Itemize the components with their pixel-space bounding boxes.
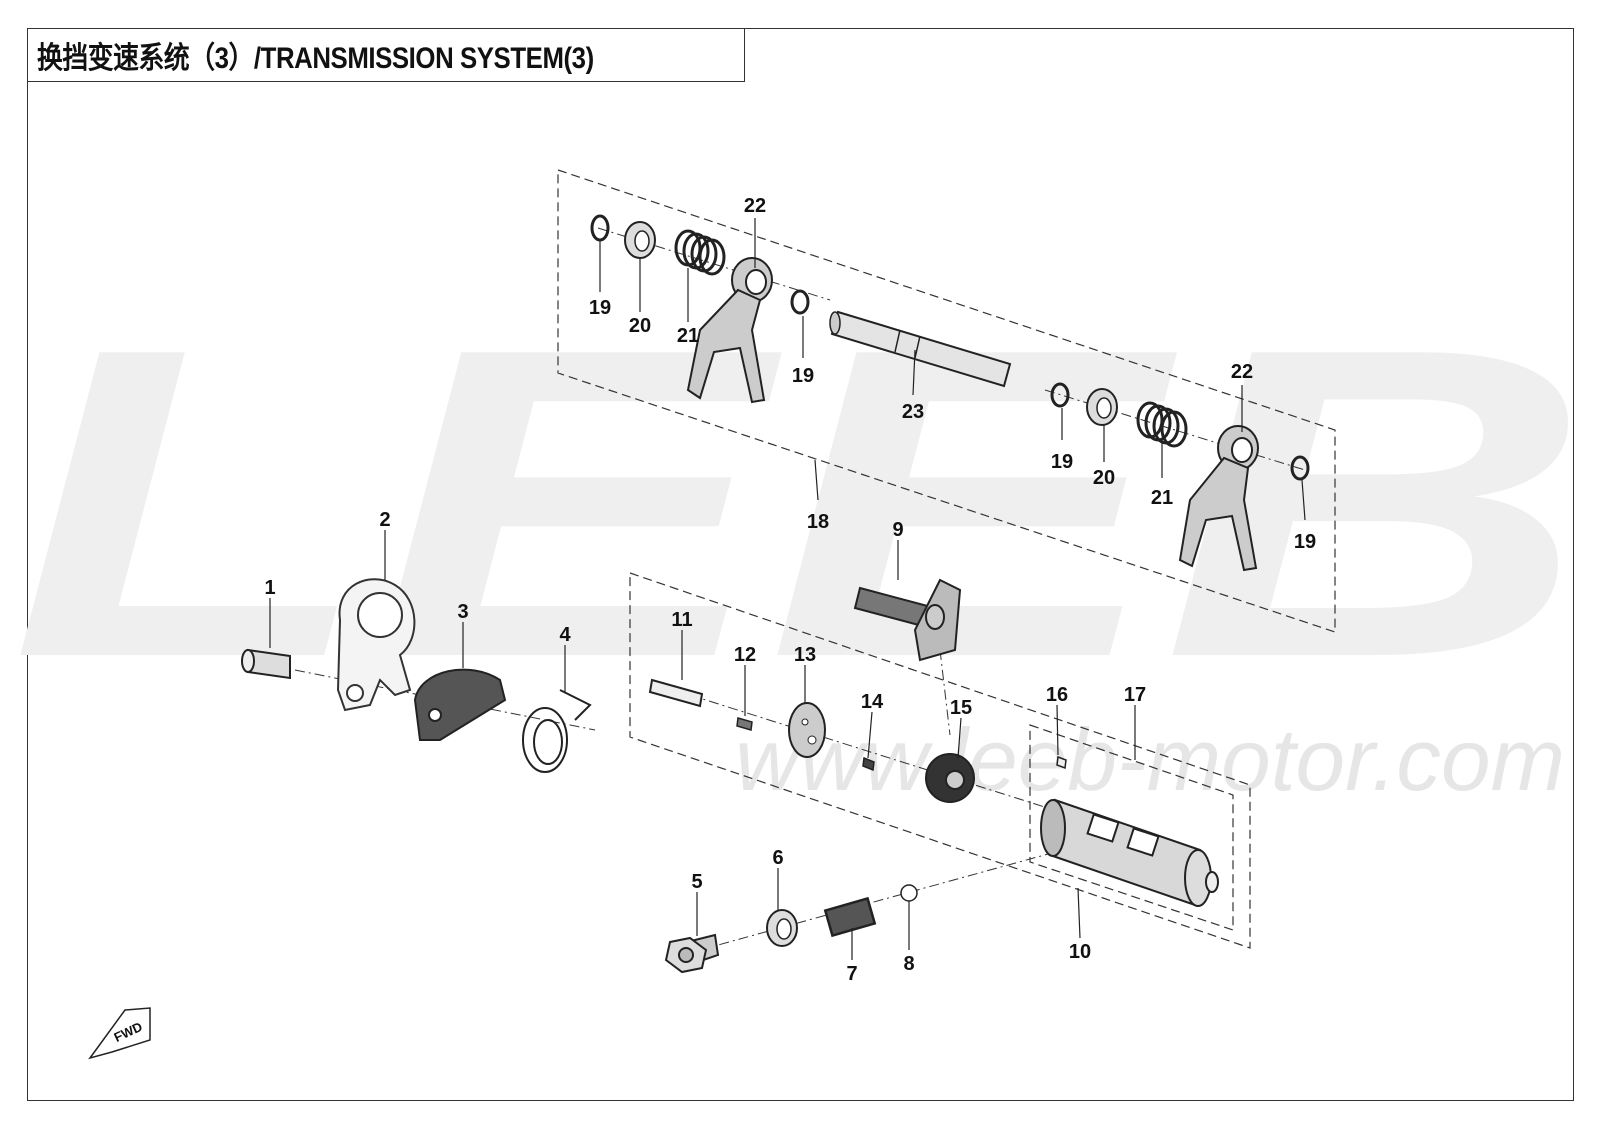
callout-19-right: 19 xyxy=(1051,451,1073,473)
callout-14: 14 xyxy=(861,691,884,713)
shaft-part xyxy=(829,310,1012,388)
callout-15: 15 xyxy=(950,697,972,719)
callout-5: 5 xyxy=(691,871,702,893)
callout-13: 13 xyxy=(794,644,816,666)
circlip-part xyxy=(1290,455,1310,481)
pin-part xyxy=(241,648,291,680)
callout-16: 16 xyxy=(1046,684,1068,706)
shift-fork-part xyxy=(686,257,773,404)
shift-drum-part xyxy=(1040,798,1219,907)
bolt-part xyxy=(664,933,720,974)
group-18-outline xyxy=(557,169,1336,633)
circlip-part xyxy=(590,214,610,242)
callout-labels: 1 2 3 4 5 6 7 8 9 10 11 12 13 14 15 16 1… xyxy=(264,195,1316,985)
callout-21-right: 21 xyxy=(1151,487,1173,509)
plate-part xyxy=(336,578,416,712)
callout-19-top-left: 19 xyxy=(589,297,611,319)
shift-shaft-part xyxy=(853,578,962,662)
title-box: 换挡变速系统（3）/TRANSMISSION SYSTEM(3) xyxy=(27,28,745,82)
group-outlines xyxy=(557,169,1336,949)
watermark-url: www.leeb-motor.com xyxy=(735,710,1565,809)
long-pin-part xyxy=(648,678,704,708)
callout-18: 18 xyxy=(807,511,829,533)
parts: FWD xyxy=(88,214,1310,1060)
callout-4: 4 xyxy=(559,624,571,646)
shift-drum-gear-part xyxy=(925,753,975,803)
torsion-spring-part xyxy=(522,689,592,773)
spring-part xyxy=(674,229,726,276)
detent-ball-part xyxy=(900,884,918,902)
page-title: 换挡变速系统（3）/TRANSMISSION SYSTEM(3) xyxy=(37,41,594,75)
callout-2: 2 xyxy=(379,509,390,531)
callout-22-left: 22 xyxy=(744,195,766,217)
callout-7: 7 xyxy=(846,963,857,985)
circlip-part xyxy=(1050,382,1070,408)
small-pin-part xyxy=(736,717,753,731)
callout-12: 12 xyxy=(734,644,756,666)
stopper-arm-part xyxy=(413,668,507,741)
drum-pin-part xyxy=(1056,755,1067,770)
circlip-part xyxy=(790,289,810,315)
leader-lines xyxy=(269,218,1306,960)
callout-22-right: 22 xyxy=(1231,361,1253,383)
callout-6: 6 xyxy=(772,847,783,869)
callout-23: 23 xyxy=(902,401,924,423)
group-17-outline xyxy=(1029,724,1234,931)
fwd-arrow-badge: FWD xyxy=(88,1007,151,1060)
spring-part xyxy=(1136,401,1188,448)
group-10-outline xyxy=(629,572,1251,949)
watermark-brand: LEEB xyxy=(10,258,1590,749)
callout-3: 3 xyxy=(457,601,468,623)
callout-20-left: 20 xyxy=(629,315,651,337)
callout-10: 10 xyxy=(1069,941,1091,963)
callout-20-right: 20 xyxy=(1093,467,1115,489)
disc-part xyxy=(788,702,826,758)
diagram-frame xyxy=(27,28,1574,1101)
callout-9: 9 xyxy=(892,519,903,541)
callout-11: 11 xyxy=(671,609,692,631)
callout-8: 8 xyxy=(903,953,914,975)
detent-spring-part xyxy=(823,896,877,938)
small-spring-part xyxy=(862,756,875,772)
callout-17: 17 xyxy=(1124,684,1146,706)
callout-21-left: 21 xyxy=(677,325,699,347)
sealing-washer-part xyxy=(766,909,798,947)
callout-19-far-right: 19 xyxy=(1294,531,1316,553)
callout-19-top-mid: 19 xyxy=(792,365,814,387)
shift-fork-part xyxy=(1178,425,1259,572)
callout-1: 1 xyxy=(264,577,275,599)
